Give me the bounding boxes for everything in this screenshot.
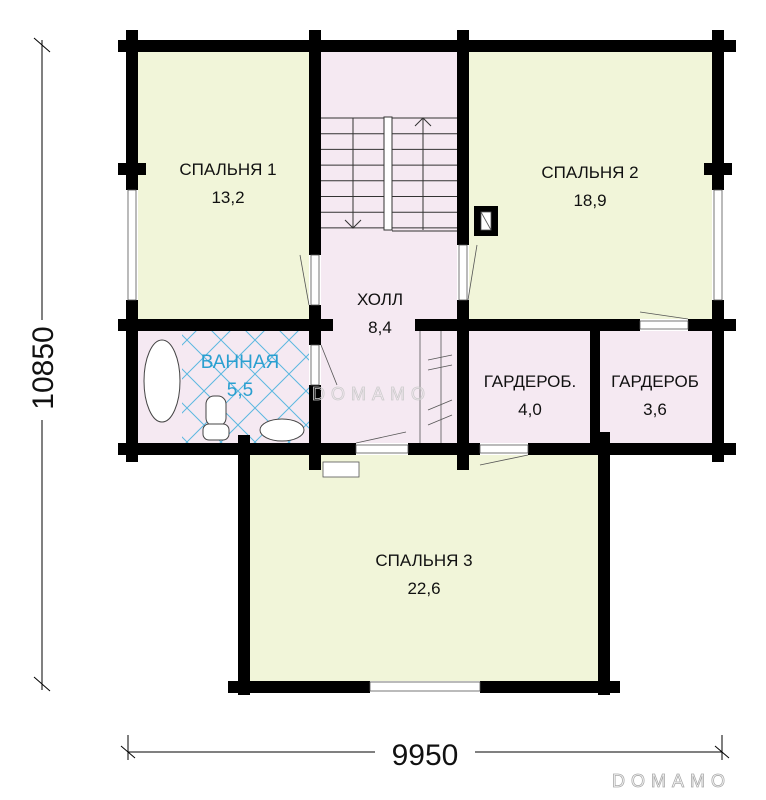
wardrobe-1-floor (469, 331, 590, 443)
room-area: 22,6 (407, 579, 440, 598)
height-dimension: 10850 (27, 326, 60, 409)
room-name: СПАЛЬНЯ 2 (541, 163, 638, 182)
bathtub-icon (143, 339, 181, 423)
bedroom-1-floor (138, 52, 309, 319)
room-area: 8,4 (368, 318, 392, 337)
room-area: 13,2 (211, 188, 244, 207)
closet (419, 331, 453, 443)
sink-icon (259, 418, 305, 442)
width-dimension: 9950 (392, 739, 459, 772)
room-name: ВАННАЯ (201, 352, 280, 373)
room-area: 3,6 (643, 400, 667, 419)
watermark-center: DOMAMO (312, 384, 431, 404)
room-name: СПАЛЬНЯ 1 (179, 160, 276, 179)
walls (118, 30, 736, 695)
room-name: ГАРДЕРОБ. (484, 372, 577, 391)
bedroom-3-floor (250, 455, 598, 681)
room-area: 18,9 (573, 191, 606, 210)
bathroom-fixtures (143, 339, 305, 442)
room-area: 5,5 (227, 380, 253, 401)
room-name: СПАЛЬНЯ 3 (375, 551, 472, 570)
wardrobe-2-floor (600, 331, 712, 443)
toilet-icon (205, 395, 227, 427)
bedroom-2-floor (469, 52, 712, 319)
room-area: 4,0 (518, 400, 542, 419)
watermark: DOMAMO (612, 771, 731, 791)
staircase (321, 116, 457, 232)
windows-doors (127, 189, 723, 692)
room-name: ХОЛЛ (357, 290, 403, 309)
room-name: ГАРДЕРОБ (611, 372, 699, 391)
